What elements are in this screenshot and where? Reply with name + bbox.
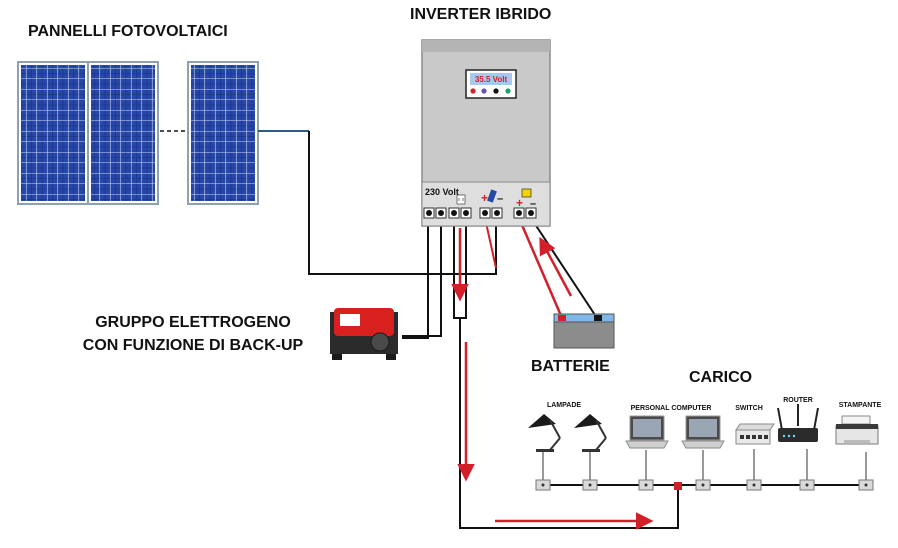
- battery-body: [553, 319, 615, 349]
- display-led-purple: [481, 88, 487, 94]
- svg-text:+: +: [516, 196, 523, 210]
- terminal: [525, 207, 537, 219]
- terminal: [423, 207, 435, 219]
- terminal: [460, 207, 472, 219]
- batteries-label: BATTERIE: [531, 358, 610, 375]
- terminal: [435, 207, 447, 219]
- load-label-computer: PERSONAL COMPUTER: [631, 405, 712, 412]
- pv-panel-icon: + –: [481, 189, 503, 205]
- display-led-green: [505, 88, 511, 94]
- generator-foot: [386, 354, 396, 360]
- pv-wire: [308, 131, 497, 275]
- load-label-switch: SWITCH: [735, 405, 763, 412]
- laptop-icon: [625, 415, 669, 449]
- load-connection-node: [674, 482, 682, 490]
- router-icon: [777, 404, 819, 442]
- generator-engine: [370, 332, 390, 352]
- ac-voltage-label: 230 Volt: [425, 187, 459, 197]
- inverter-terminals: [423, 207, 537, 219]
- terminal: [491, 207, 503, 219]
- battery-negative-wire: [530, 217, 598, 319]
- generator-panel: [340, 314, 360, 326]
- bus-socket: [582, 479, 598, 491]
- hybrid-inverter: 35.5 Volt 230 Volt + – + –: [421, 39, 551, 227]
- laptop-icon: [681, 415, 725, 449]
- load-label-printer: STAMPANTE: [839, 402, 882, 409]
- bus-socket: [858, 479, 874, 491]
- generator-icon: [330, 308, 398, 360]
- terminal: [448, 207, 460, 219]
- inverter-title: INVERTER IBRIDO: [410, 6, 551, 23]
- load-feed-wire: [459, 318, 679, 529]
- battery-discharge-arrow: [539, 236, 573, 297]
- inverter-display-value: 35.5 Volt: [475, 75, 508, 84]
- network-switch-icon: [735, 423, 775, 445]
- load-label-router: ROUTER: [783, 397, 813, 404]
- inverter-display-screen: [470, 73, 512, 85]
- bus-socket: [799, 479, 815, 491]
- ac-plug-icon: [456, 194, 466, 205]
- battery-pack: [553, 313, 615, 349]
- battery-positive-wire: [517, 217, 564, 319]
- desk-lamp-icon: [574, 414, 607, 452]
- solar-panel-array: [17, 61, 259, 205]
- desk-lamp-icon: [528, 414, 561, 452]
- bus-socket: [695, 479, 711, 491]
- inverter-top-cap: [422, 40, 550, 52]
- generator-wire-a: [402, 218, 429, 339]
- solar-panels-label: PANNELLI FOTOVOLTAICI: [28, 23, 228, 40]
- battery-lid: [553, 313, 615, 323]
- generator-label-line2: CON FUNZIONE DI BACK-UP: [83, 337, 304, 354]
- generator-label-line1: GRUPPO ELETTROGENO: [95, 314, 291, 331]
- svg-text:–: –: [530, 198, 536, 210]
- svg-text:–: –: [497, 193, 503, 205]
- battery-negative-terminal: [594, 315, 602, 321]
- printer-icon: [835, 415, 879, 445]
- generator-foot: [332, 354, 342, 360]
- display-led-black: [493, 88, 499, 94]
- load-drop-wires: [542, 449, 867, 481]
- bus-socket: [535, 479, 551, 491]
- load-label-lamps: LAMPADE: [547, 402, 581, 409]
- battery-icon: + –: [516, 188, 536, 210]
- terminal: [513, 207, 525, 219]
- solar-panel: [187, 61, 259, 205]
- solar-panel: [87, 61, 159, 205]
- solar-panel: [17, 61, 89, 205]
- display-led-red: [470, 88, 476, 94]
- generator-wire-b: [402, 218, 442, 337]
- terminal: [479, 207, 491, 219]
- load-label: CARICO: [689, 369, 752, 386]
- bus-socket: [746, 479, 762, 491]
- bus-sockets: [535, 479, 874, 491]
- bus-socket: [638, 479, 654, 491]
- svg-text:+: +: [481, 191, 488, 205]
- battery-positive-terminal: [558, 315, 566, 321]
